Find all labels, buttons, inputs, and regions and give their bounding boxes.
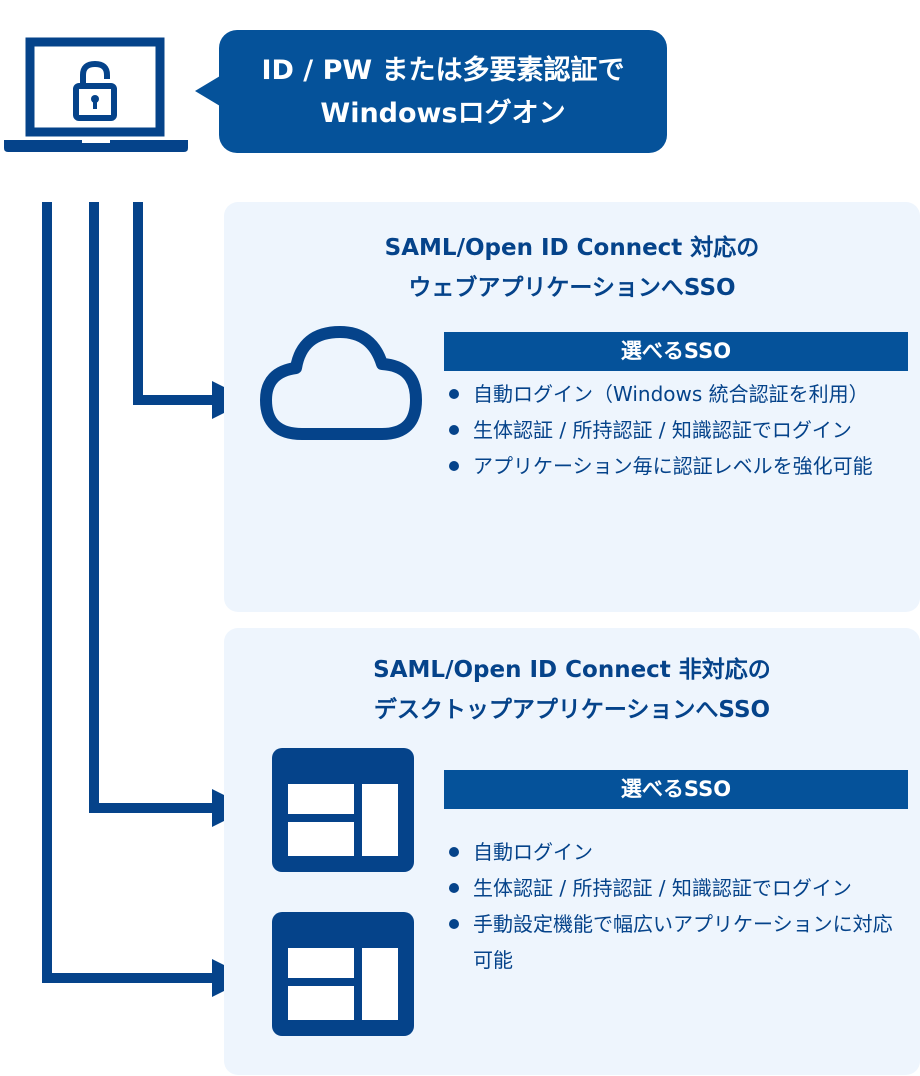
- feature-list: 自動ログイン（Windows 統合認証を利用） 生体認証 / 所持認証 / 知識…: [444, 376, 906, 484]
- sso-options-header: 選べるSSO: [444, 332, 908, 371]
- feature-text: 手動設定機能で幅広いアプリケーションに対応可能: [473, 912, 893, 972]
- bubble-line-1: ID / PW または多要素認証で: [261, 54, 625, 86]
- panel-title-line-1: SAML/Open ID Connect 非対応の: [373, 657, 771, 683]
- panel-title: SAML/Open ID Connect 非対応の デスクトップアプリケーション…: [224, 650, 920, 730]
- connector-line-desktop-1: [89, 202, 216, 813]
- feature-text: アプリケーション毎に認証レベルを強化可能: [473, 454, 873, 478]
- sso-options-header: 選べるSSO: [444, 770, 908, 809]
- desktop-sso-panel: SAML/Open ID Connect 非対応の デスクトップアプリケーション…: [224, 628, 920, 1075]
- bullet-icon: [449, 461, 459, 471]
- bubble-line-2: Windowsログオン: [320, 97, 566, 129]
- feature-item: 自動ログイン: [444, 834, 906, 870]
- feature-item: 自動ログイン（Windows 統合認証を利用）: [444, 376, 906, 412]
- cloud-icon: [260, 326, 422, 440]
- web-sso-panel: SAML/Open ID Connect 対応の ウェブアプリケーションへSSO…: [224, 202, 920, 612]
- speech-bubble: ID / PW または多要素認証で Windowsログオン: [219, 30, 667, 153]
- feature-item: 生体認証 / 所持認証 / 知識認証でログイン: [444, 412, 906, 448]
- bullet-icon: [449, 389, 459, 399]
- bullet-icon: [449, 847, 459, 857]
- feature-text: 生体認証 / 所持認証 / 知識認証でログイン: [473, 876, 852, 900]
- feature-text: 生体認証 / 所持認証 / 知識認証でログイン: [473, 418, 852, 442]
- panel-title-line-2: デスクトップアプリケーションへSSO: [373, 697, 771, 723]
- connector-line-web: [133, 202, 216, 405]
- panel-title-line-1: SAML/Open ID Connect 対応の: [384, 235, 760, 261]
- app-window-icon: [272, 748, 414, 872]
- app-window-icon: [272, 912, 414, 1036]
- feature-list: 自動ログイン 生体認証 / 所持認証 / 知識認証でログイン 手動設定機能で幅広…: [444, 834, 906, 978]
- bullet-icon: [449, 425, 459, 435]
- feature-text: 自動ログイン（Windows 統合認証を利用）: [473, 382, 869, 406]
- connector-line-desktop-2: [42, 202, 216, 983]
- feature-item: アプリケーション毎に認証レベルを強化可能: [444, 448, 906, 484]
- feature-item: 手動設定機能で幅広いアプリケーションに対応可能: [444, 906, 906, 978]
- panel-title: SAML/Open ID Connect 対応の ウェブアプリケーションへSSO: [224, 228, 920, 308]
- panel-title-line-2: ウェブアプリケーションへSSO: [408, 275, 736, 301]
- speech-bubble-tail: [195, 76, 220, 106]
- bullet-icon: [449, 883, 459, 893]
- feature-item: 生体認証 / 所持認証 / 知識認証でログイン: [444, 870, 906, 906]
- bullet-icon: [449, 919, 459, 929]
- feature-text: 自動ログイン: [473, 840, 593, 864]
- laptop-lock-icon: [4, 37, 188, 152]
